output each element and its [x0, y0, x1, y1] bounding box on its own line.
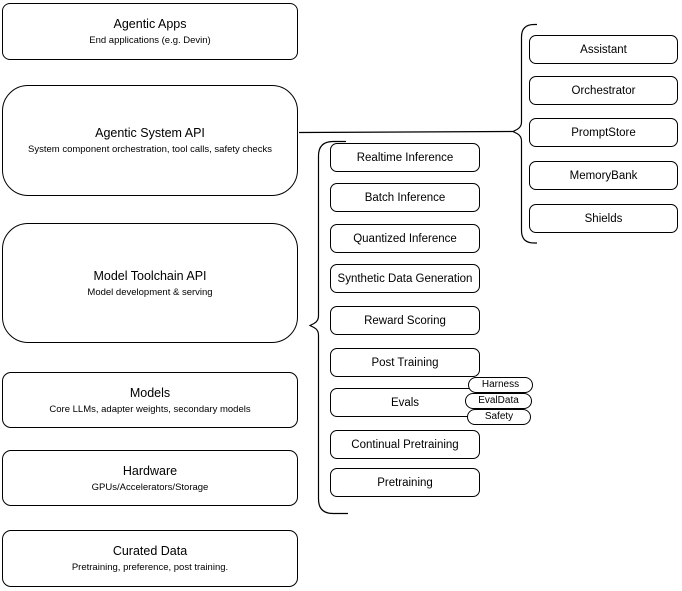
- service-box-reward-scoring: Reward Scoring: [330, 306, 480, 335]
- system-api-connector-line: [298, 130, 514, 134]
- layer-title: Models: [129, 385, 171, 400]
- service-box-realtime-inference: Realtime Inference: [330, 143, 480, 172]
- layer-box-agentic-apps: Agentic Apps End applications (e.g. Devi…: [2, 3, 298, 60]
- layer-box-models: Models Core LLMs, adapter weights, secon…: [2, 372, 298, 428]
- layer-title: Hardware: [122, 463, 178, 478]
- layer-box-agentic-system-api: Agentic System API System component orch…: [2, 85, 298, 196]
- service-box-batch-inference: Batch Inference: [330, 183, 480, 212]
- system-components-brace: [511, 23, 537, 244]
- layer-subtitle: GPUs/Accelerators/Storage: [91, 481, 209, 493]
- layer-subtitle: Pretraining, preference, post training.: [71, 562, 229, 573]
- layer-title: Agentic System API: [95, 126, 205, 140]
- layer-subtitle: Model development & serving: [87, 286, 213, 298]
- component-box-promptstore: PromptStore: [529, 118, 678, 147]
- component-box-shields: Shields: [529, 204, 678, 233]
- service-box-evals: Evals: [330, 388, 480, 417]
- eval-tag-evaldata: EvalData: [465, 393, 532, 409]
- layer-subtitle: End applications (e.g. Devin): [89, 35, 211, 46]
- service-box-continual-pretraining: Continual Pretraining: [330, 430, 480, 459]
- service-box-quantized-inference: Quantized Inference: [330, 224, 480, 253]
- service-box-post-training: Post Training: [330, 348, 480, 377]
- component-box-assistant: Assistant: [529, 35, 678, 64]
- layer-title: Agentic Apps: [113, 17, 187, 31]
- layer-box-hardware: Hardware GPUs/Accelerators/Storage: [2, 450, 298, 506]
- component-box-orchestrator: Orchestrator: [529, 76, 678, 105]
- component-box-memorybank: MemoryBank: [529, 161, 678, 190]
- layer-title: Model Toolchain API: [93, 268, 207, 283]
- service-box-pretraining: Pretraining: [330, 468, 480, 497]
- toolchain-group-brace: [308, 140, 348, 515]
- layer-title: Curated Data: [112, 544, 188, 558]
- layer-box-curated-data: Curated Data Pretraining, preference, po…: [2, 530, 298, 587]
- layer-subtitle: System component orchestration, tool cal…: [28, 144, 272, 155]
- layer-subtitle: Core LLMs, adapter weights, secondary mo…: [49, 403, 251, 415]
- eval-tag-harness: Harness: [468, 377, 533, 393]
- eval-tag-safety: Safety: [467, 409, 531, 425]
- service-box-synthetic-data-generation: Synthetic Data Generation: [330, 264, 480, 293]
- layer-box-model-toolchain-api: Model Toolchain API Model development & …: [2, 223, 298, 343]
